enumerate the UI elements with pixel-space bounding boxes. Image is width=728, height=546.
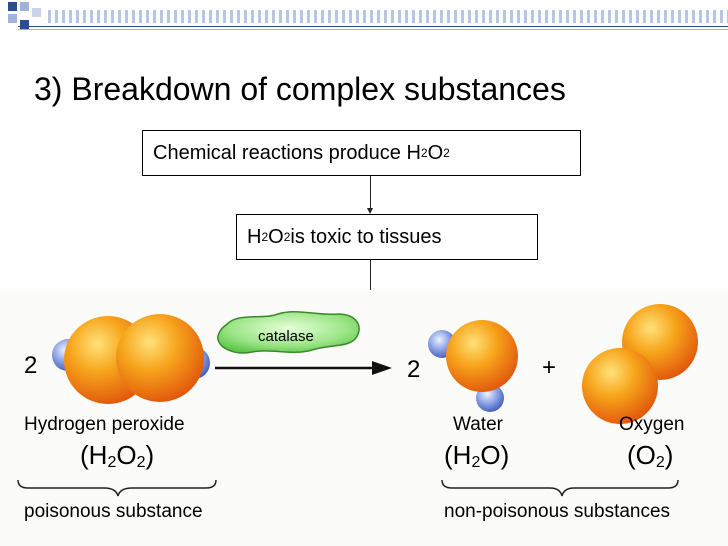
flow-connector — [370, 260, 371, 294]
formula-part: O) — [480, 440, 510, 470]
reactant-name: Hydrogen peroxide — [24, 414, 185, 435]
formula-subscript: 2 — [136, 454, 146, 471]
decor-rule — [18, 26, 728, 27]
catalase-enzyme-shape — [217, 311, 360, 354]
box2-text-h: H — [247, 225, 262, 248]
products-note: non-poisonous substances — [444, 501, 671, 522]
decor-rule — [18, 29, 728, 30]
box1-text-o: O — [427, 141, 444, 164]
formula-part: (H — [80, 440, 108, 470]
formula-part: O — [116, 440, 137, 470]
flow-connector — [370, 176, 371, 208]
reactant-brace — [17, 479, 217, 497]
decor-square — [32, 8, 41, 17]
decor-square — [8, 14, 17, 23]
reactant-formula: (H2O2) — [80, 440, 154, 472]
oxygen-atom — [116, 314, 204, 402]
water-molecule — [428, 320, 518, 412]
product2-formula: (O2) — [627, 440, 673, 472]
formula-subscript: 2 — [471, 454, 481, 471]
formula-part: (O — [627, 440, 656, 470]
formula-subscript: 2 — [655, 454, 665, 471]
formula-subscript: 2 — [107, 454, 117, 471]
box2-subscript: 2 — [261, 230, 269, 244]
decor-stripes — [48, 10, 728, 23]
reactant-coefficient: 2 — [24, 352, 38, 379]
product2-name: Oxygen — [619, 414, 685, 435]
plus-sign: + — [542, 354, 557, 381]
box1-text: Chemical reactions produce H — [153, 141, 421, 164]
formula-part: ) — [664, 440, 674, 470]
box2-text: is toxic to tissues — [290, 225, 442, 248]
product-coefficient: 2 — [407, 356, 421, 383]
oxygen-atom — [582, 348, 658, 424]
flow-arrowhead — [367, 208, 373, 214]
box1-subscript: 2 — [443, 146, 450, 160]
catalase-reaction-figure: catalase 2 2 + Hydrogen peroxide (H2O2) … — [0, 290, 728, 546]
formula-part: ) — [145, 440, 155, 470]
oxygen-molecule — [582, 304, 698, 424]
product1-name: Water — [453, 414, 503, 435]
reaction-illustration — [17, 304, 698, 497]
box2-text-o: O — [268, 225, 284, 248]
decor-square — [8, 2, 17, 11]
slide-title: 3) Breakdown of complex substances — [34, 71, 566, 107]
product1-formula: (H2O) — [444, 440, 509, 472]
decor-square — [20, 2, 29, 11]
box1-subscript: 2 — [420, 146, 428, 160]
reaction-arrowhead — [372, 361, 392, 375]
hydrogen-peroxide-molecule — [52, 314, 210, 404]
catalase-label: catalase — [258, 328, 314, 345]
formula-part: (H — [444, 440, 472, 470]
oxygen-atom — [446, 320, 518, 392]
box2-subscript: 2 — [283, 230, 291, 244]
products-brace — [441, 479, 679, 497]
decor-square — [20, 20, 29, 29]
top-decoration-bar — [0, 0, 728, 34]
reactant-note: poisonous substance — [24, 501, 203, 522]
